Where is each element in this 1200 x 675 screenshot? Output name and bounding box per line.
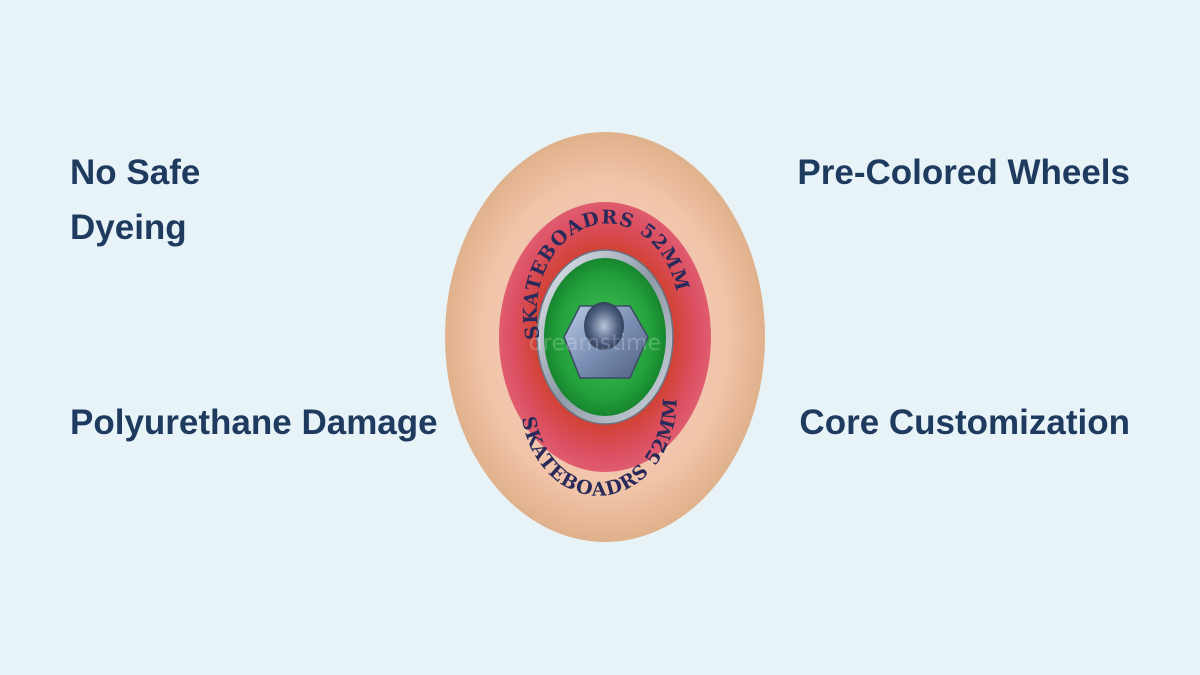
hex-nut-icon — [563, 302, 649, 379]
watermark: dreamstime — [529, 331, 661, 356]
label-pre-colored-wheels: Pre-Colored Wheels — [797, 153, 1130, 192]
label-polyurethane-damage: Polyurethane Damage — [70, 403, 438, 442]
label-no-safe-dyeing: No Safe Dyeing — [70, 153, 201, 247]
label-core-customization: Core Customization — [799, 403, 1130, 442]
skateboard-wheel-icon: SKATEBOADRS 52MM SKATEBOADRS 52MM dreams… — [445, 132, 765, 542]
